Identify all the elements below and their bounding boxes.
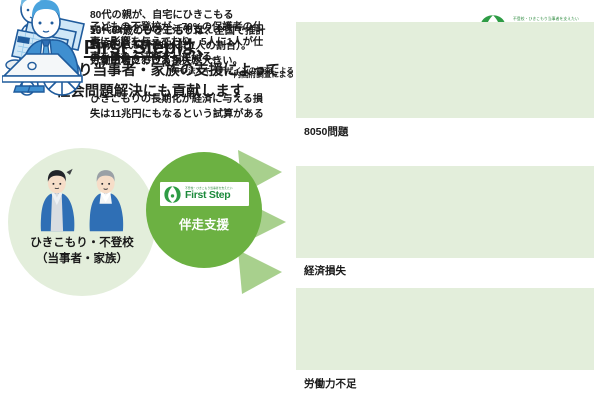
support-circle: 不登校・ひきこもり当事者を支えたい First Step 伴走支援 <box>146 152 262 268</box>
issue-card-labor-shortage-body: 15〜64歳のひきこもりは、全国で推計 146万人いる（50人に1人の割合）。 … <box>90 9 294 96</box>
support-label: 伴走支援 <box>178 218 229 232</box>
issue-card-8050 <box>296 22 594 118</box>
source-group-label-line1: ひきこもり・不登校 <box>30 237 134 249</box>
issue-card-economic-loss <box>296 166 594 258</box>
headline-line-2: ひきこもり当事者・家族の支援によって <box>20 63 280 79</box>
support-brand-badge: 不登校・ひきこもり当事者を支えたい First Step <box>160 182 249 206</box>
issue-card-economic-loss-body: 子どもの不登校が、70%の保護者の仕 事に影響を与えており、5人に1人が仕 事を… <box>90 5 294 122</box>
issue-card-labor-shortage <box>296 288 594 370</box>
businessman-at-laptop-icon <box>2 0 83 83</box>
issue-card-economic-loss-caption: 経済損失 <box>304 265 346 277</box>
source-group-label-line2: （当事者・家族） <box>36 252 128 265</box>
headline-brand-word: First Step <box>83 37 177 59</box>
issue-card-economic-loss-body-part1: 子どもの不登校が、70%の保護者の仕 事に影響を与えており、5人に1人が仕 事を… <box>90 22 264 64</box>
two-people-icon <box>40 168 124 232</box>
issue-card-8050-body: 80代の親が、自宅にひきこもる 50代の子どもの生活を支え、 経済的にも精神的に… <box>90 10 234 67</box>
support-brand-tagline: 不登校・ひきこもり当事者を支えたい <box>185 186 233 191</box>
first-step-swoosh-icon <box>164 185 181 203</box>
headline-particle: は、 <box>176 37 217 59</box>
issue-card-labor-shortage-note: *内閣府調査による <box>230 70 294 80</box>
issue-card-economic-loss-body-part2: ひきこもりの長期化が経済に与える損 失は11兆円にもなるという試算がある <box>90 93 264 120</box>
issue-card-labor-shortage-body-part1: 15〜64歳のひきこもりは、全国で推計 146万人いる（50人に1人の割合）。 … <box>90 26 266 68</box>
source-group-label: ひきこもり・不登校 （当事者・家族） <box>8 236 156 267</box>
support-brand-text: 不登校・ひきこもり当事者を支えたい First Step <box>185 187 233 201</box>
support-brand-name: First Step <box>185 188 231 201</box>
headline-line-3: 社会問題解決にも貢献します <box>55 84 245 101</box>
headline: First Stepは、 ひきこもり当事者・家族の支援によって 社会問題解決にも… <box>8 36 292 103</box>
issue-card-economic-loss-note: *NPO法人キーデザインの調査による <box>168 66 295 76</box>
issue-card-labor-shortage-caption: 労働力不足 <box>304 378 357 390</box>
brand-tagline: 不登校・ひきこもり当事者を支えたい <box>513 16 579 22</box>
headline-line-1: First Stepは、 <box>8 36 292 61</box>
issue-card-8050-caption: 8050問題 <box>304 126 349 138</box>
source-group-circle: ひきこもり・不登校 （当事者・家族） <box>8 148 156 296</box>
